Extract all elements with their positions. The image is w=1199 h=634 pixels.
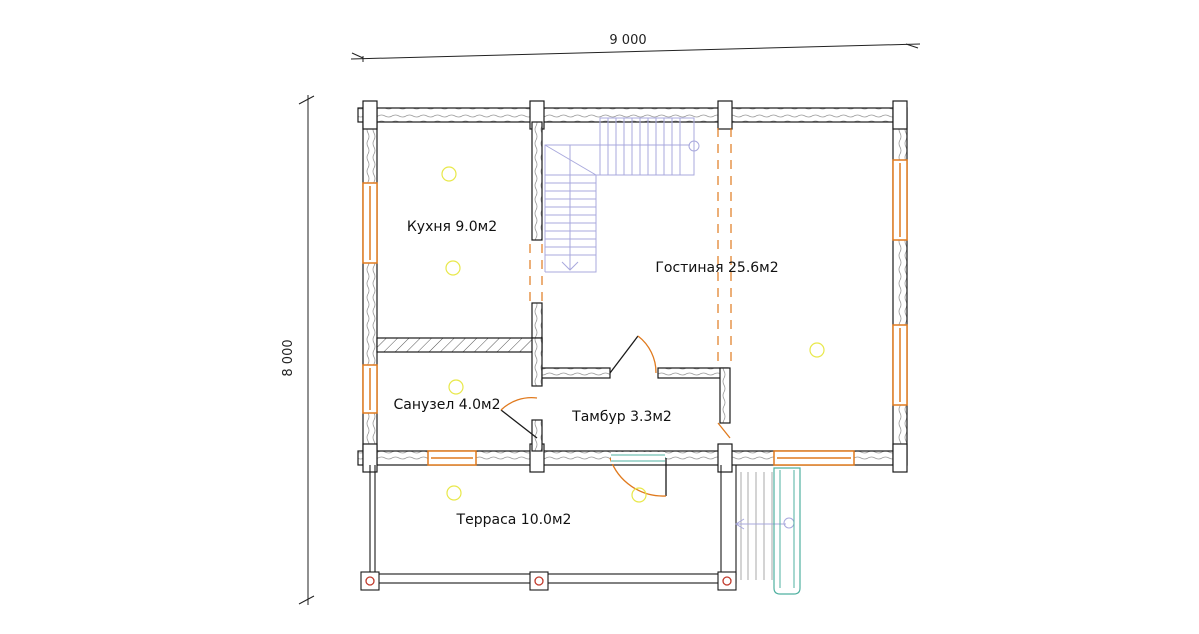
door-bathroom	[500, 397, 538, 439]
dimension-width-label: 9 000	[609, 33, 646, 48]
porch-steps	[735, 472, 795, 580]
door-vestibule-inner	[609, 335, 657, 374]
room-label-bathroom: Санузел 4.0м2	[394, 397, 501, 413]
light-fixture-icon	[441, 166, 457, 182]
light-fixture-icon	[446, 485, 462, 501]
windows	[362, 159, 908, 466]
staircase	[544, 117, 700, 273]
room-label-terrace: Терраса 10.0м2	[456, 512, 572, 528]
terrace-posts	[360, 571, 737, 591]
light-fixtures	[441, 166, 825, 503]
light-fixture-icon	[445, 260, 461, 276]
room-label-living: Гостиная 25.6м2	[655, 260, 778, 276]
porch-handrail	[773, 467, 801, 595]
room-label-kitchen: Кухня 9.0м2	[407, 219, 497, 235]
light-fixture-icon	[448, 379, 464, 395]
dimension-width: 9 000	[350, 33, 921, 62]
light-fixture-icon	[631, 487, 647, 503]
dimension-height-label: 8 000	[281, 339, 296, 376]
light-fixture-icon	[809, 342, 825, 358]
staircase-handrail-icon	[688, 140, 700, 152]
post-markers	[365, 576, 732, 586]
open-partitions	[529, 128, 732, 362]
dimension-height: 8 000	[281, 95, 315, 605]
room-label-vestibule: Тамбур 3.3м2	[571, 409, 672, 425]
